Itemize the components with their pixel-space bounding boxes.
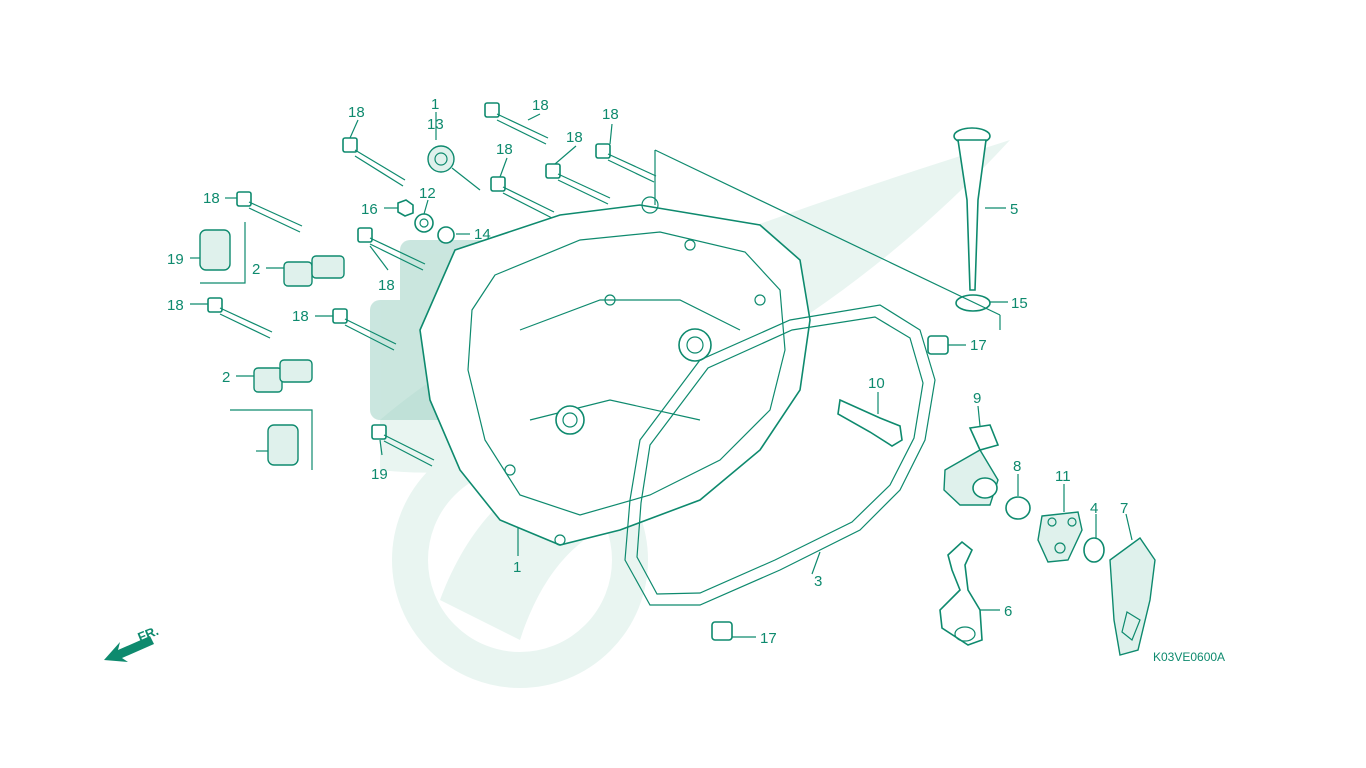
bolt xyxy=(357,227,426,271)
holder-19-lower xyxy=(267,424,299,466)
front-direction-arrow: FR. xyxy=(104,623,161,662)
callout-18: 18 xyxy=(378,277,395,294)
cover-gasket xyxy=(624,304,936,606)
nut-16 xyxy=(397,199,414,217)
callout-12: 12 xyxy=(419,185,436,202)
callout-1: 1 xyxy=(513,559,521,576)
callout-19: 19 xyxy=(167,251,184,268)
callout-18: 18 xyxy=(167,297,184,314)
callout-3: 3 xyxy=(814,573,822,590)
bolt xyxy=(484,102,549,145)
bolt xyxy=(371,424,435,467)
bolt xyxy=(595,143,657,183)
callout-16: 16 xyxy=(361,201,378,218)
callout-2: 2 xyxy=(252,261,260,278)
holder-19-upper xyxy=(199,229,231,271)
callout-1: 1 xyxy=(431,96,439,113)
callout-2: 2 xyxy=(222,369,230,386)
o-ring-4 xyxy=(1083,537,1105,563)
callout-18: 18 xyxy=(348,104,365,121)
o-ring-14 xyxy=(437,226,455,244)
dipstick-5 xyxy=(953,127,991,291)
callout-15: 15 xyxy=(1011,295,1028,312)
collar-8 xyxy=(1005,496,1031,520)
bolts xyxy=(207,102,657,467)
callout-11: 11 xyxy=(1055,468,1071,485)
arm-6 xyxy=(939,540,983,646)
bolt xyxy=(342,137,406,187)
front-label: FR. xyxy=(136,623,161,645)
o-ring-15 xyxy=(955,294,991,312)
shaft-10 xyxy=(837,398,903,447)
bracket-lines xyxy=(200,149,1001,470)
callout-14: 14 xyxy=(474,226,491,243)
callout-7: 7 xyxy=(1120,500,1128,517)
dowel-17-upper xyxy=(927,335,949,355)
callout-6: 6 xyxy=(1004,603,1012,620)
dowel-17-lower xyxy=(711,621,733,641)
callout-labels: 1 1 2 2 3 4 5 6 7 8 9 10 11 12 13 14 15 … xyxy=(167,96,1128,647)
callout-9: 9 xyxy=(973,390,981,407)
washer-12 xyxy=(414,213,434,233)
callout-18: 18 xyxy=(566,129,583,146)
oil-seal-13 xyxy=(427,145,455,173)
bolt xyxy=(207,297,273,339)
bolt xyxy=(236,191,303,233)
callout-13: 13 xyxy=(427,116,444,133)
callout-4: 4 xyxy=(1090,500,1098,517)
callout-17: 17 xyxy=(760,630,777,647)
callout-18: 18 xyxy=(292,308,309,325)
callout-5: 5 xyxy=(1010,201,1018,218)
callout-18: 18 xyxy=(496,141,513,158)
diagram-code: K03VE0600A xyxy=(1153,650,1225,664)
callout-8: 8 xyxy=(1013,458,1021,475)
cam-9 xyxy=(943,424,1000,506)
bolt xyxy=(545,163,611,205)
callout-18: 18 xyxy=(602,106,619,123)
bolt xyxy=(332,308,397,351)
clamp-2-lower xyxy=(253,359,313,393)
arm-7 xyxy=(1109,537,1156,656)
crankcase-cover xyxy=(419,196,811,546)
callout-18: 19 xyxy=(371,466,388,483)
callout-10: 10 xyxy=(868,375,885,392)
plate-11 xyxy=(1037,511,1083,563)
callout-17: 17 xyxy=(970,337,987,354)
callout-18: 18 xyxy=(532,97,549,114)
clamp-2-upper xyxy=(283,255,345,287)
leader-lines xyxy=(190,112,1133,638)
callout-18: 18 xyxy=(203,190,220,207)
bolt xyxy=(490,176,555,219)
